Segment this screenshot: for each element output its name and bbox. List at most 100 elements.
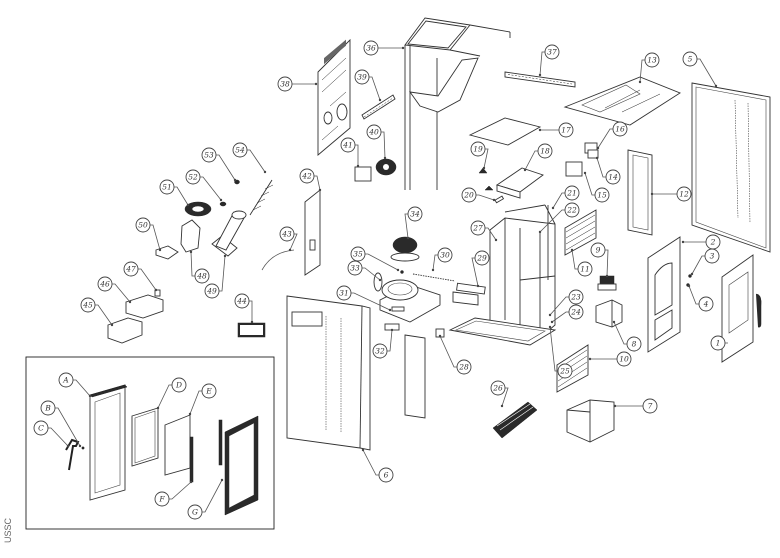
callout-label: 20 bbox=[463, 191, 474, 200]
part-clip-19 bbox=[478, 167, 488, 174]
callout-43: 43 bbox=[279, 226, 298, 252]
inset-door-frame bbox=[89, 384, 128, 501]
callout-circle bbox=[372, 343, 388, 359]
leader-line bbox=[549, 296, 569, 316]
callout-circle bbox=[461, 187, 477, 203]
callout-label: 52 bbox=[188, 173, 198, 182]
callout-44: 44 bbox=[234, 293, 254, 324]
leader-arrowhead bbox=[128, 300, 132, 304]
part-auger-tube bbox=[211, 210, 247, 257]
callout-circle bbox=[704, 248, 720, 264]
part-hardware-3 bbox=[688, 274, 692, 278]
leader-arrowhead bbox=[154, 288, 158, 292]
leader-arrowhead bbox=[158, 248, 162, 252]
callout-c: C bbox=[33, 420, 70, 448]
callout-label: 19 bbox=[473, 145, 483, 154]
leader-line bbox=[485, 227, 497, 241]
callout-label: 31 bbox=[339, 289, 349, 298]
part-inner-column bbox=[404, 334, 426, 419]
callout-circle bbox=[201, 383, 217, 399]
leader-line bbox=[471, 257, 479, 287]
callout-label: 28 bbox=[458, 363, 469, 372]
callout-27: 27 bbox=[470, 220, 498, 242]
part-blower bbox=[492, 401, 538, 439]
part-washer bbox=[219, 201, 227, 207]
leader-line bbox=[697, 58, 717, 87]
callout-label: 49 bbox=[206, 287, 217, 296]
callout-label: 27 bbox=[472, 224, 483, 233]
callout-label: 24 bbox=[570, 308, 581, 317]
callout-label: 39 bbox=[357, 73, 367, 82]
leader-line bbox=[483, 148, 489, 169]
leader-line bbox=[362, 267, 381, 281]
callout-label: 13 bbox=[647, 56, 657, 65]
callout-circle bbox=[407, 206, 423, 222]
leader-line bbox=[157, 384, 172, 409]
callout-42: 42 bbox=[299, 168, 322, 192]
leader-line bbox=[202, 479, 223, 513]
callout-circle bbox=[682, 51, 698, 67]
part-box bbox=[107, 317, 143, 344]
leader-arrowhead bbox=[156, 406, 160, 410]
leader-arrowhead bbox=[596, 146, 600, 150]
callout-label: 46 bbox=[99, 280, 110, 289]
leader-arrowhead bbox=[263, 170, 267, 174]
part-grille-strip-top bbox=[504, 71, 576, 88]
callout-16: 16 bbox=[596, 121, 628, 150]
callout-45: 45 bbox=[80, 297, 114, 327]
callout-15: 15 bbox=[583, 171, 610, 203]
callout-f: F bbox=[154, 480, 193, 507]
callout-4: 4 bbox=[687, 284, 714, 312]
leader-arrowhead bbox=[66, 444, 70, 448]
leader-arrowhead bbox=[613, 404, 617, 408]
leader-line bbox=[539, 209, 565, 233]
leader-arrowhead bbox=[223, 254, 227, 258]
callout-circle bbox=[299, 168, 315, 184]
part-motor bbox=[375, 158, 397, 176]
callout-circle bbox=[612, 121, 628, 137]
leader-arrowhead bbox=[406, 236, 410, 240]
callout-label: 14 bbox=[608, 173, 618, 182]
callout-label: 35 bbox=[353, 250, 363, 259]
callout-label: 41 bbox=[342, 141, 353, 150]
callout-circle bbox=[33, 420, 49, 436]
callout-circle bbox=[232, 142, 248, 158]
leader-arrowhead bbox=[548, 325, 552, 329]
callout-circle bbox=[366, 124, 382, 140]
callout-circle bbox=[354, 69, 370, 85]
callout-label: 3 bbox=[710, 252, 715, 261]
callout-circle bbox=[490, 380, 506, 396]
part-fastener-35 bbox=[400, 270, 404, 274]
callout-circle bbox=[159, 179, 175, 195]
side-label: USSC bbox=[3, 518, 13, 544]
leader-line bbox=[249, 300, 253, 322]
part-rear-panel bbox=[317, 38, 351, 156]
callout-26: 26 bbox=[490, 380, 509, 408]
leader-line bbox=[138, 268, 157, 291]
callout-circle bbox=[123, 261, 139, 277]
part-rod bbox=[412, 273, 456, 282]
callout-label: 33 bbox=[350, 264, 360, 273]
callout-label: 44 bbox=[236, 297, 247, 306]
callout-13: 13 bbox=[638, 52, 660, 84]
callout-10: 10 bbox=[588, 351, 632, 367]
leader-arrowhead bbox=[650, 192, 654, 196]
callout-label: 2 bbox=[710, 238, 716, 247]
leader-line bbox=[501, 387, 509, 407]
leader-arrowhead bbox=[482, 166, 486, 170]
part-hopper bbox=[404, 17, 511, 190]
callout-11: 11 bbox=[570, 248, 593, 277]
callout-circle bbox=[154, 491, 170, 507]
part-front-door bbox=[721, 254, 762, 363]
callout-label: 1 bbox=[716, 339, 721, 348]
callout-circle bbox=[340, 137, 356, 153]
leader-line bbox=[219, 255, 226, 292]
leader-line bbox=[432, 254, 438, 271]
callout-label: A bbox=[62, 376, 69, 385]
callout-circle bbox=[568, 289, 584, 305]
callout-g: G bbox=[187, 478, 224, 520]
callout-label: 42 bbox=[301, 172, 312, 181]
callout-39: 39 bbox=[354, 69, 382, 102]
callout-35: 35 bbox=[350, 246, 400, 272]
part-control-box bbox=[565, 161, 583, 177]
